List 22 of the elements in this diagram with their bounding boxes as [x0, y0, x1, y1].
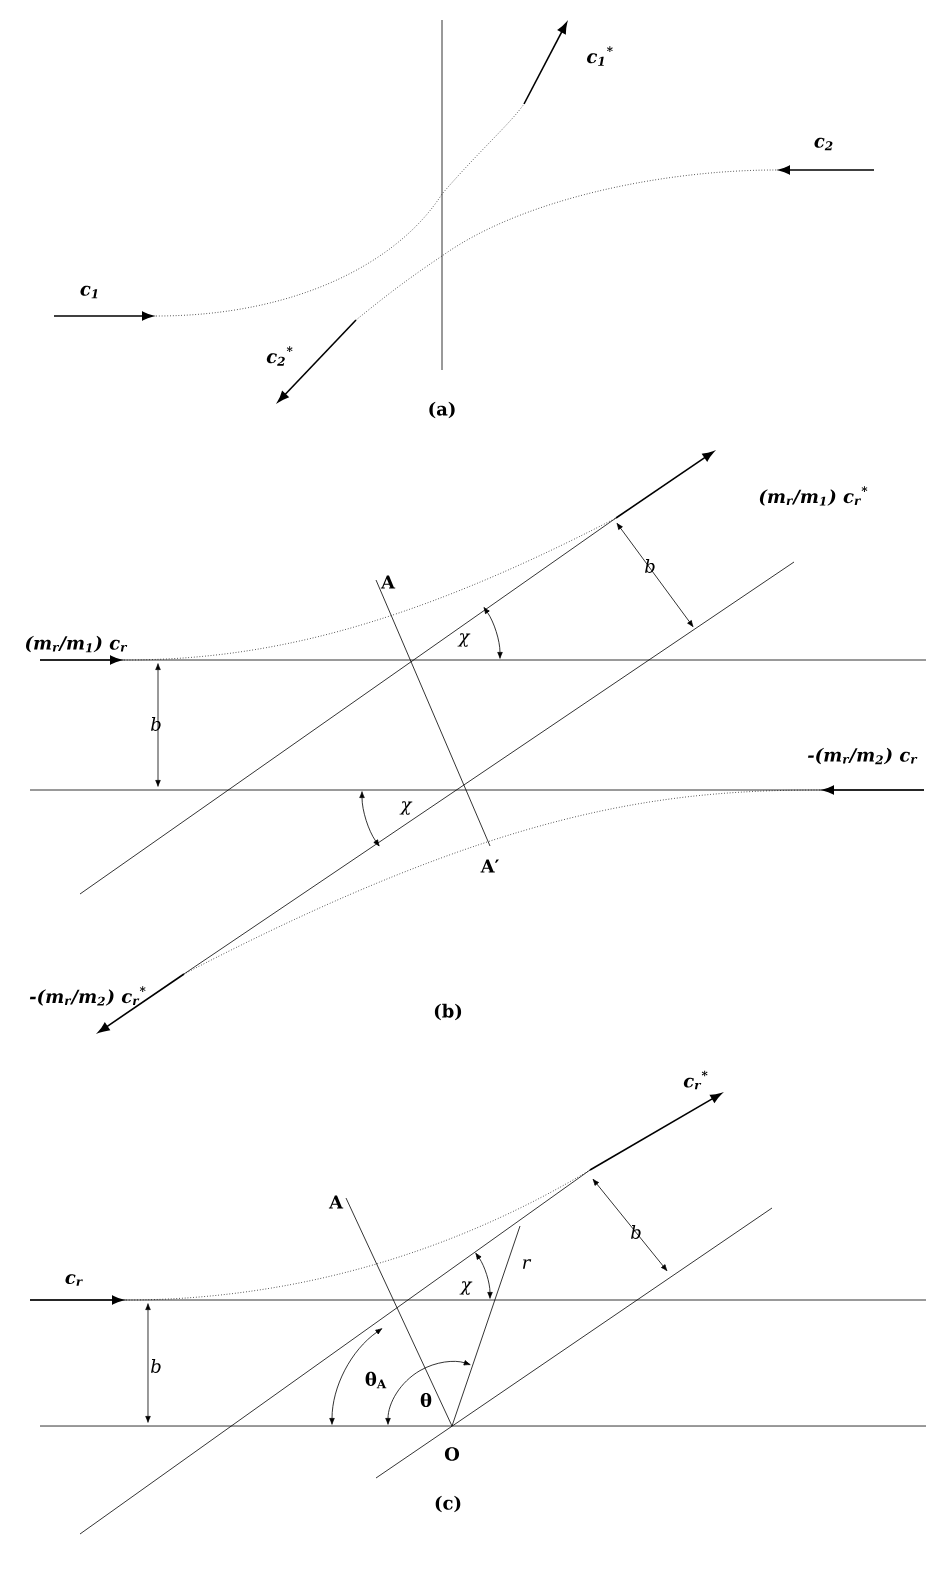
symbol-label: A [328, 1195, 344, 1209]
symbol-label: χ [459, 1281, 473, 1295]
symbol-label: c$_{r}$ [65, 1274, 83, 1286]
symbol-label: c$_{1}$ [80, 285, 98, 299]
symbol-label: χ [457, 633, 471, 647]
symbol-label: (b) [434, 1003, 462, 1021]
symbol-label: θ [420, 1392, 432, 1408]
symbol-label: θ$_{A}$ [365, 1371, 387, 1389]
symbol-label: c$_{2}$ [814, 137, 833, 151]
symbol-label: A′ [480, 859, 499, 873]
symbol-label: O [444, 1447, 460, 1461]
symbol-label: (c) [435, 1495, 461, 1513]
symbol-label: (a) [429, 401, 455, 419]
symbol-label: b [151, 717, 161, 731]
symbol-label: (m$_{r}$/m$_{1}$) c$_{r}$ [26, 635, 128, 653]
symbol-label: -(m$_{r}$/m$_{2}$) c$_{r}$ [807, 747, 918, 765]
symbol-label: r [522, 1259, 532, 1269]
symbol-label: b [151, 1359, 161, 1373]
symbol-label: A [380, 575, 396, 589]
symbol-label: b [631, 1225, 641, 1239]
symbol-label: b [645, 559, 655, 573]
symbol-label: χ [399, 801, 413, 815]
